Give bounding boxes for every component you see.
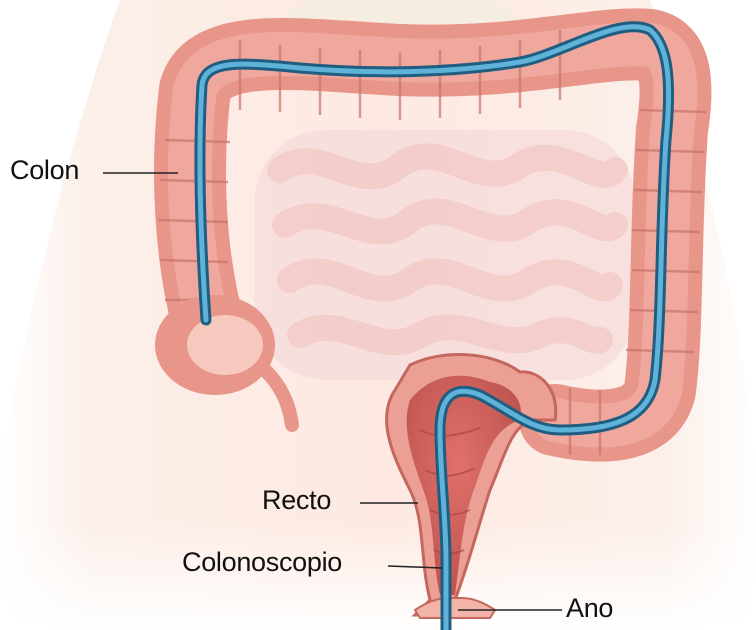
label-recto: Recto bbox=[262, 485, 331, 516]
small-intestine bbox=[255, 130, 635, 380]
label-ano: Ano bbox=[566, 593, 613, 624]
label-colonoscopio: Colonoscopio bbox=[182, 547, 342, 578]
label-colon: Colon bbox=[10, 155, 79, 186]
